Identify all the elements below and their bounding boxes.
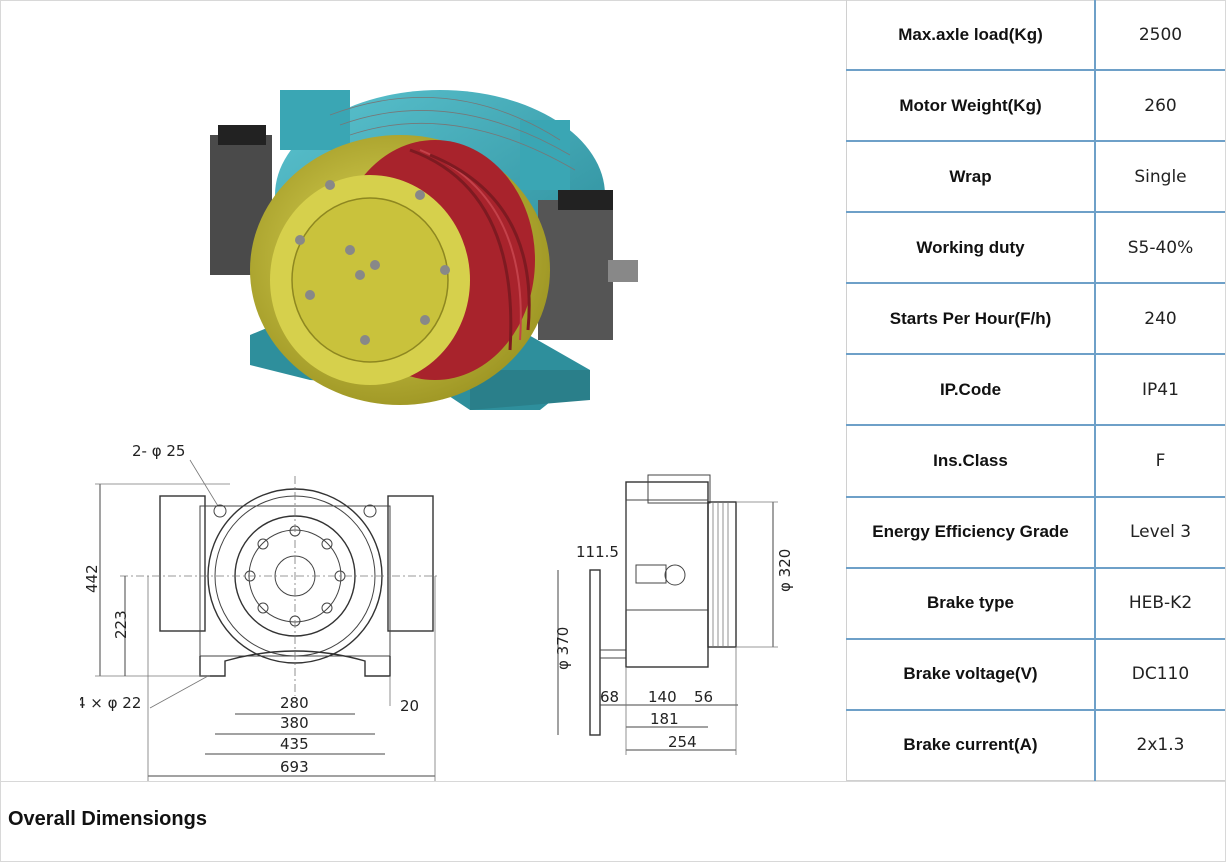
spec-label: Brake current(A) [846, 709, 1096, 781]
spec-row: Motor Weight(Kg)260 [846, 70, 1225, 143]
shaft-height-label: 223 [112, 610, 130, 639]
spec-value: Single [1095, 141, 1225, 214]
spec-table: Max.axle load(Kg)2500 Motor Weight(Kg)26… [846, 0, 1225, 781]
width-254-label: 254 [668, 733, 697, 751]
spec-row: Brake current(A)2x1.3 [846, 709, 1225, 781]
front-view-drawing: 2- φ 25 442 223 4 × φ 22 280 380 435 693… [80, 442, 440, 781]
diameter-320-label: φ 320 [776, 549, 794, 592]
spec-value: 240 [1095, 283, 1225, 356]
spec-label: Working duty [846, 212, 1096, 285]
spec-value: IP41 [1095, 354, 1225, 427]
spec-label: Brake voltage(V) [846, 638, 1096, 711]
footer-divider [0, 781, 1226, 782]
width-140-label: 140 [648, 688, 677, 706]
spec-value: F [1095, 425, 1225, 498]
holes-top-label: 2- φ 25 [132, 442, 185, 460]
holes-base-label: 4 × φ 22 [80, 694, 141, 712]
spec-label: Motor Weight(Kg) [846, 70, 1096, 143]
spec-label: IP.Code [846, 354, 1096, 427]
spec-row: Max.axle load(Kg)2500 [846, 0, 1225, 72]
spec-label: Max.axle load(Kg) [846, 0, 1096, 72]
width-693-label: 693 [280, 758, 309, 776]
width-280-label: 280 [280, 694, 309, 712]
edge-label: 20 [400, 697, 419, 715]
spec-row: Brake voltage(V)DC110 [846, 638, 1225, 711]
traction-machine-render [210, 90, 638, 410]
offset-label: 111.5 [576, 543, 619, 561]
spec-row: Starts Per Hour(F/h)240 [846, 283, 1225, 356]
width-181-label: 181 [650, 710, 679, 728]
width-68-label: 68 [600, 688, 619, 706]
spec-label: Ins.Class [846, 425, 1096, 498]
spec-label: Brake type [846, 567, 1096, 640]
overall-dimensions-title: Overall Dimensiongs [8, 808, 207, 830]
width-56-label: 56 [694, 688, 713, 706]
spec-value: DC110 [1095, 638, 1225, 711]
spec-value: Level 3 [1095, 496, 1225, 569]
spec-value: 2x1.3 [1095, 709, 1225, 781]
diameter-370-label: φ 370 [554, 627, 572, 670]
height-label: 442 [83, 564, 101, 593]
spec-value: HEB-K2 [1095, 567, 1225, 640]
spec-label: Starts Per Hour(F/h) [846, 283, 1096, 356]
spec-value: S5-40% [1095, 212, 1225, 285]
spec-value: 2500 [1095, 0, 1225, 72]
side-view-drawing: 111.5 φ 320 φ 370 68 140 56 181 254 [554, 474, 794, 755]
spec-value: 260 [1095, 70, 1225, 143]
spec-label: Wrap [846, 141, 1096, 214]
width-380-label: 380 [280, 714, 309, 732]
spec-label: Energy Efficiency Grade [846, 496, 1096, 569]
width-435-label: 435 [280, 735, 309, 753]
